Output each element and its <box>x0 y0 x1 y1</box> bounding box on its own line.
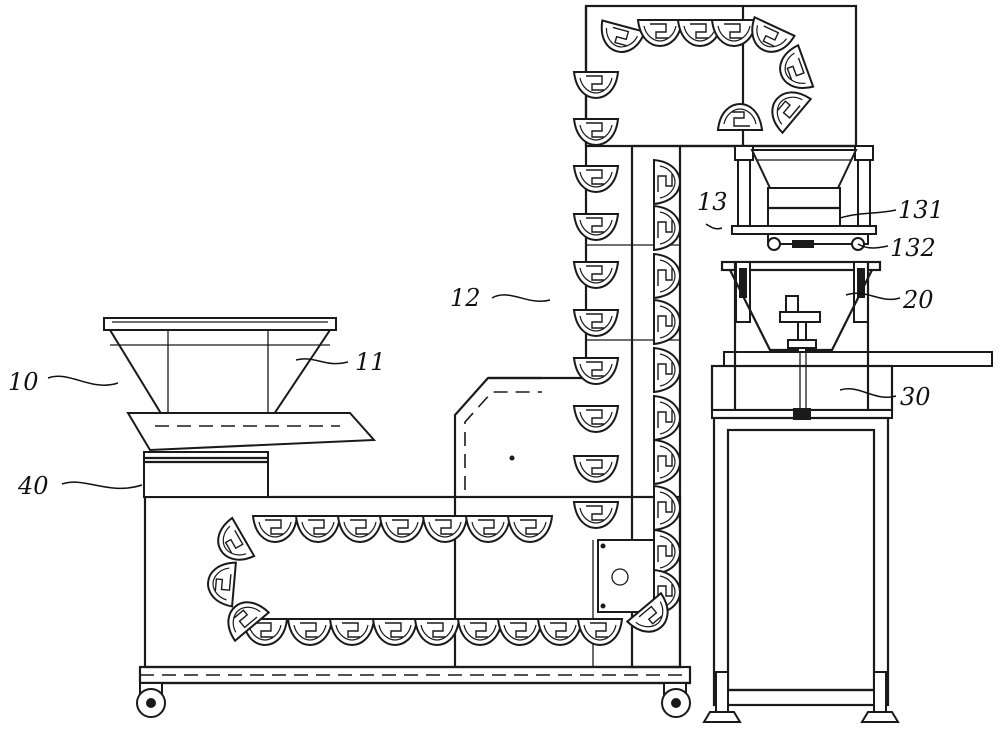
vibrator-block <box>144 452 455 497</box>
label-131: 131 <box>840 196 944 224</box>
bucket <box>574 166 618 192</box>
label-132: 132 <box>858 234 936 262</box>
bucket <box>654 206 680 250</box>
bucket <box>574 358 618 384</box>
bucket <box>296 516 340 542</box>
label-12: 12 <box>450 284 550 312</box>
bucket <box>638 20 682 46</box>
bucket <box>288 619 332 645</box>
bucket <box>253 516 297 542</box>
discharge-funnel <box>722 262 880 352</box>
weigh-hopper-assembly <box>732 146 876 250</box>
bucket <box>654 160 680 204</box>
bucket <box>654 254 680 298</box>
bucket <box>774 45 813 95</box>
svg-text:131: 131 <box>898 196 944 224</box>
bucket <box>574 502 618 528</box>
svg-text:10: 10 <box>8 368 39 396</box>
svg-text:13: 13 <box>697 188 728 216</box>
bucket <box>210 518 255 569</box>
svg-text:30: 30 <box>900 383 931 411</box>
bucket <box>718 104 762 130</box>
bucket <box>330 619 374 645</box>
bucket <box>654 486 680 530</box>
bucket <box>373 619 417 645</box>
bucket <box>380 516 424 542</box>
bucket <box>574 72 618 98</box>
feed-hopper <box>104 318 336 420</box>
bucket <box>574 119 618 145</box>
bucket <box>574 310 618 336</box>
label-30: 30 <box>840 383 931 411</box>
label-10: 10 <box>8 368 118 396</box>
caster-wheel-right <box>662 683 690 717</box>
bucket <box>508 516 552 542</box>
bucket <box>574 406 618 432</box>
bucket <box>654 530 680 574</box>
bucket <box>338 516 382 542</box>
bucket <box>574 214 618 240</box>
svg-text:20: 20 <box>902 286 934 314</box>
bucket <box>498 619 542 645</box>
label-40: 40 <box>17 472 142 500</box>
svg-text:40: 40 <box>17 472 49 500</box>
caster-wheel-left <box>137 683 165 717</box>
label-13: 13 <box>697 188 728 229</box>
bucket <box>578 619 622 645</box>
bucket <box>423 516 467 542</box>
bucket <box>458 619 502 645</box>
bucket <box>654 396 680 440</box>
bucket <box>538 619 582 645</box>
bucket <box>466 516 510 542</box>
bucket <box>763 82 811 132</box>
bucket <box>596 21 645 58</box>
feeder-tray <box>128 413 374 450</box>
svg-text:12: 12 <box>450 284 481 312</box>
svg-text:11: 11 <box>355 348 386 376</box>
bucket <box>574 262 618 288</box>
bucket <box>574 456 618 482</box>
bucket <box>415 619 459 645</box>
bucket <box>654 440 680 484</box>
filling-stand <box>704 262 992 722</box>
bucket <box>206 560 236 606</box>
bucket <box>654 348 680 392</box>
svg-text:132: 132 <box>890 234 936 262</box>
bucket <box>654 300 680 344</box>
bucket <box>712 20 756 46</box>
